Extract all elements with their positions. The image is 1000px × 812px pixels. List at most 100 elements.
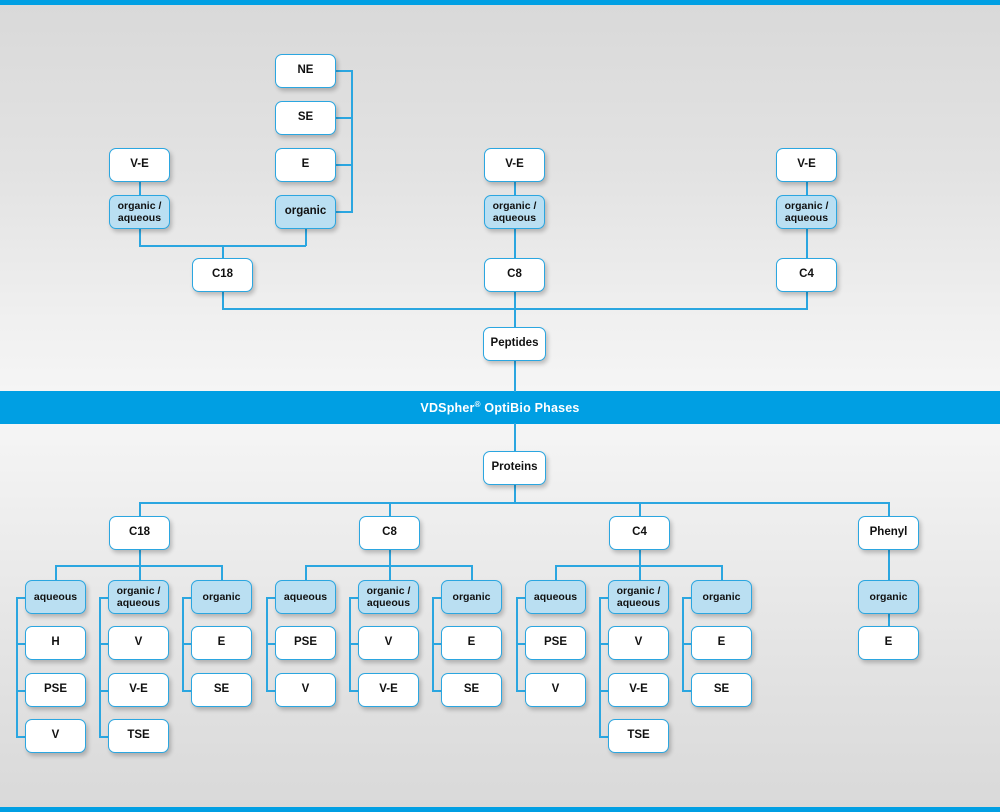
node-proteins-c4-organic-aqueous-ve[interactable]: V-E [608, 673, 669, 707]
node-peptides-c4-organic-aqueous[interactable]: organic / aqueous [776, 195, 837, 229]
node-proteins-c18-aqueous[interactable]: aqueous [25, 580, 86, 614]
node-label: SE [713, 683, 730, 696]
node-peptides-root[interactable]: Peptides [483, 327, 546, 361]
brand-name: VDSpher [420, 401, 475, 416]
node-label: E [717, 636, 726, 649]
connector [182, 597, 195, 599]
connector [682, 690, 695, 692]
node-proteins-c18-organic-aqueous-v[interactable]: V [108, 626, 169, 660]
node-label: TSE [127, 729, 150, 742]
node-proteins-c8-organic-aqueous[interactable]: organic / aqueous [358, 580, 419, 614]
node-proteins-phenyl[interactable]: Phenyl [858, 516, 919, 550]
node-peptides-c8[interactable]: C8 [484, 258, 545, 292]
node-proteins-c8-aqueous-pse[interactable]: PSE [275, 626, 336, 660]
node-proteins-c8-aqueous[interactable]: aqueous [275, 580, 336, 614]
connector [721, 565, 723, 580]
connector [599, 597, 612, 599]
node-label: aqueous [33, 590, 78, 603]
node-proteins-c4-organic-se[interactable]: SE [691, 673, 752, 707]
node-label: aqueous [533, 590, 578, 603]
node-label: C18 [128, 526, 151, 539]
connector [55, 565, 222, 567]
node-proteins-c8-organic-aqueous-ve[interactable]: V-E [358, 673, 419, 707]
connector [555, 565, 557, 580]
node-peptides-c18-organic-aqueous[interactable]: organic / aqueous [109, 195, 170, 229]
node-label: organic / aqueous [116, 584, 161, 609]
connector [334, 164, 353, 166]
node-label: C4 [799, 268, 814, 281]
node-proteins-c8-aqueous-v[interactable]: V [275, 673, 336, 707]
node-proteins-c18-organic-e[interactable]: E [191, 626, 252, 660]
node-label: organic / aqueous [366, 584, 411, 609]
connector [305, 229, 307, 246]
node-label: V [384, 636, 393, 649]
node-label: V [134, 636, 143, 649]
node-proteins-c4-aqueous-v[interactable]: V [525, 673, 586, 707]
node-peptides-c18-e[interactable]: E [275, 148, 336, 182]
node-proteins-root[interactable]: Proteins [483, 451, 546, 485]
node-label: V [51, 729, 60, 742]
connector [222, 245, 224, 258]
node-proteins-c4-organic-aqueous[interactable]: organic / aqueous [608, 580, 669, 614]
node-peptides-c18-ne[interactable]: NE [275, 54, 336, 88]
node-proteins-c18[interactable]: C18 [109, 516, 170, 550]
connector [682, 643, 695, 645]
node-proteins-c4-aqueous[interactable]: aqueous [525, 580, 586, 614]
node-label: SE [297, 111, 314, 124]
node-proteins-c18-organic-aqueous-tse[interactable]: TSE [108, 719, 169, 753]
connector [139, 182, 141, 196]
node-proteins-c4[interactable]: C4 [609, 516, 670, 550]
node-label: organic / aqueous [492, 199, 537, 224]
connector [16, 690, 30, 692]
node-peptides-c4-ve[interactable]: V-E [776, 148, 837, 182]
node-label: C18 [211, 268, 234, 281]
node-proteins-c8-organic-aqueous-v[interactable]: V [358, 626, 419, 660]
node-label: Proteins [491, 461, 538, 474]
node-peptides-c18[interactable]: C18 [192, 258, 253, 292]
node-proteins-c4-aqueous-pse[interactable]: PSE [525, 626, 586, 660]
node-proteins-c18-aqueous-v[interactable]: V [25, 719, 86, 753]
connector [55, 565, 57, 580]
connector [222, 292, 224, 309]
node-proteins-c18-organic[interactable]: organic [191, 580, 252, 614]
node-proteins-c18-organic-aqueous[interactable]: organic / aqueous [108, 580, 169, 614]
connector [182, 690, 195, 692]
node-proteins-c8-organic-se[interactable]: SE [441, 673, 502, 707]
connector [16, 736, 30, 738]
node-proteins-c8-organic[interactable]: organic [441, 580, 502, 614]
connector [266, 690, 280, 692]
node-proteins-c4-organic-aqueous-v[interactable]: V [608, 626, 669, 660]
node-proteins-phenyl-organic[interactable]: organic [858, 580, 919, 614]
node-peptides-c18-se[interactable]: SE [275, 101, 336, 135]
node-proteins-c18-organic-se[interactable]: SE [191, 673, 252, 707]
connector [221, 565, 223, 580]
product-name: OptiBio Phases [480, 401, 580, 416]
node-label: PSE [293, 636, 317, 649]
node-label: organic / aqueous [117, 199, 162, 224]
node-proteins-c8-organic-e[interactable]: E [441, 626, 502, 660]
connector [888, 550, 890, 580]
node-proteins-c4-organic-aqueous-tse[interactable]: TSE [608, 719, 669, 753]
node-label: organic [452, 590, 491, 603]
node-label: Phenyl [869, 526, 908, 539]
node-proteins-c4-organic[interactable]: organic [691, 580, 752, 614]
connector [516, 643, 530, 645]
node-peptides-c4[interactable]: C4 [776, 258, 837, 292]
node-peptides-c8-ve[interactable]: V-E [484, 148, 545, 182]
connector [806, 182, 808, 196]
node-proteins-c18-aqueous-pse[interactable]: PSE [25, 673, 86, 707]
connector [389, 502, 391, 516]
node-proteins-c18-aqueous-h[interactable]: H [25, 626, 86, 660]
node-proteins-c18-organic-aqueous-ve[interactable]: V-E [108, 673, 169, 707]
node-peptides-c8-organic-aqueous[interactable]: organic / aqueous [484, 195, 545, 229]
node-peptides-c18-ve[interactable]: V-E [109, 148, 170, 182]
node-proteins-c4-organic-e[interactable]: E [691, 626, 752, 660]
connector [432, 690, 445, 692]
node-peptides-c18-organic[interactable]: organic [275, 195, 336, 229]
node-label: Peptides [490, 337, 539, 350]
connector [639, 550, 641, 566]
node-label: organic / aqueous [784, 199, 829, 224]
node-proteins-phenyl-organic-e[interactable]: E [858, 626, 919, 660]
node-label: E [217, 636, 226, 649]
node-proteins-c8[interactable]: C8 [359, 516, 420, 550]
